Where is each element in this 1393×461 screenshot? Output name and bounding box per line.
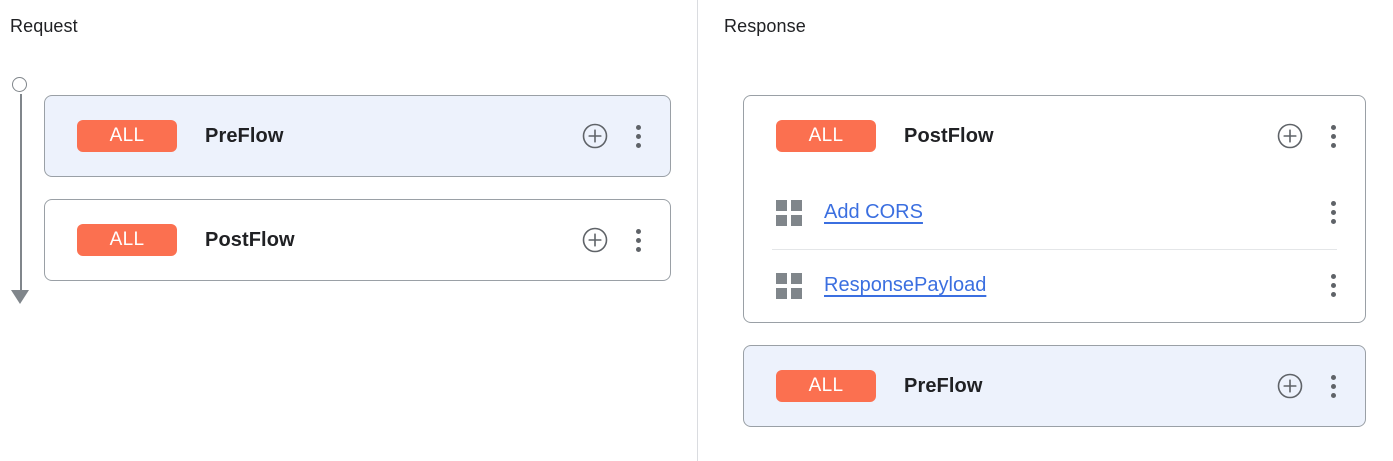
flow-name-label: PostFlow — [205, 228, 295, 251]
verb-badge: ALL — [77, 224, 177, 256]
more-vert-icon[interactable] — [1323, 200, 1343, 226]
flow-name-label: PreFlow — [205, 124, 284, 147]
flow-card-request-preflow[interactable]: ALL PreFlow — [44, 95, 671, 177]
flow-name-label: PostFlow — [904, 124, 994, 147]
policy-link[interactable]: ResponsePayload — [824, 274, 987, 296]
flow-header-row: ALL PostFlow — [45, 200, 670, 280]
flow-card-request-postflow[interactable]: ALL PostFlow — [44, 199, 671, 281]
circle-node-icon — [12, 77, 27, 92]
plus-circle-icon[interactable] — [582, 227, 608, 253]
flow-card-response-preflow[interactable]: ALL PreFlow — [743, 345, 1366, 427]
plus-circle-icon[interactable] — [1277, 123, 1303, 149]
request-flow-rail — [1, 72, 41, 308]
more-vert-icon[interactable] — [1323, 273, 1343, 299]
request-pane-title: Request — [10, 16, 78, 36]
rail-line — [20, 94, 22, 292]
more-vert-icon[interactable] — [1323, 373, 1343, 399]
verb-badge: ALL — [776, 370, 876, 402]
plus-circle-icon[interactable] — [1277, 373, 1303, 399]
grid-handle-icon[interactable] — [776, 199, 802, 226]
flow-header-row: ALL PostFlow — [744, 96, 1365, 176]
pane-divider — [697, 0, 698, 461]
response-pane: Response ALL PostFlow — [698, 0, 1393, 461]
grid-handle-icon[interactable] — [776, 272, 802, 299]
flow-name-label: PreFlow — [904, 374, 983, 397]
plus-circle-icon[interactable] — [582, 123, 608, 149]
more-vert-icon[interactable] — [628, 123, 648, 149]
more-vert-icon[interactable] — [1323, 123, 1343, 149]
policy-row[interactable]: ResponsePayload — [744, 249, 1365, 322]
policy-row[interactable]: Add CORS — [744, 176, 1365, 249]
flow-header-row: ALL PreFlow — [744, 346, 1365, 426]
verb-badge: ALL — [776, 120, 876, 152]
response-pane-title: Response — [724, 16, 806, 36]
verb-badge: ALL — [77, 120, 177, 152]
more-vert-icon[interactable] — [628, 227, 648, 253]
flow-card-response-postflow[interactable]: ALL PostFlow Add CORS — [743, 95, 1366, 323]
request-pane: Request ALL PreFlow — [1, 16, 671, 308]
arrow-down-icon — [11, 290, 29, 304]
policy-link[interactable]: Add CORS — [824, 201, 923, 223]
flow-header-row: ALL PreFlow — [45, 96, 670, 176]
